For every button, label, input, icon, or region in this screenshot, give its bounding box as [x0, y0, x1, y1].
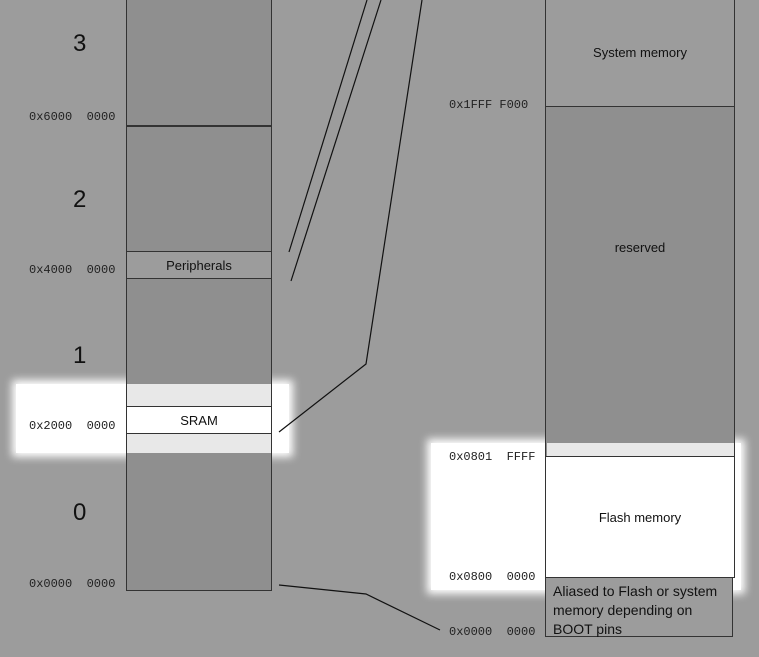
address-label: 0x0000 0000 — [449, 625, 536, 639]
reserved-light-band — [546, 443, 734, 456]
address-label: 0x0000 0000 — [29, 577, 116, 591]
aliased-block: Aliased to Flash or system memory depend… — [545, 577, 733, 637]
address-label: 0x1FFF F000 — [449, 98, 529, 112]
system-memory-label: System memory — [593, 44, 687, 60]
address-label: 0x0800 0000 — [449, 570, 536, 584]
connector-line — [278, 0, 423, 433]
address-label: 0x6000 0000 — [29, 110, 116, 124]
sram-block: SRAM — [126, 406, 272, 434]
region-number-2: 2 — [73, 186, 87, 213]
address-label: 0x0801 FFFF — [449, 450, 536, 464]
reserved-label: reserved — [614, 239, 666, 255]
region-number-3: 3 — [73, 30, 87, 57]
region-number-1: 1 — [73, 342, 87, 369]
peripherals-block: Peripherals — [126, 251, 272, 279]
connector-line — [290, 0, 382, 282]
address-label: 0x4000 0000 — [29, 263, 116, 277]
connector-line — [278, 584, 441, 631]
region-number-0: 0 — [73, 499, 87, 526]
left-memory-column — [126, 0, 272, 591]
reserved-block: reserved — [545, 106, 735, 458]
system-memory-block: System memory — [545, 0, 735, 108]
divider-6000 — [126, 125, 272, 127]
connector-line — [288, 0, 368, 253]
address-label: 0x2000 0000 — [29, 419, 116, 433]
flash-memory-block: Flash memory — [545, 456, 735, 578]
